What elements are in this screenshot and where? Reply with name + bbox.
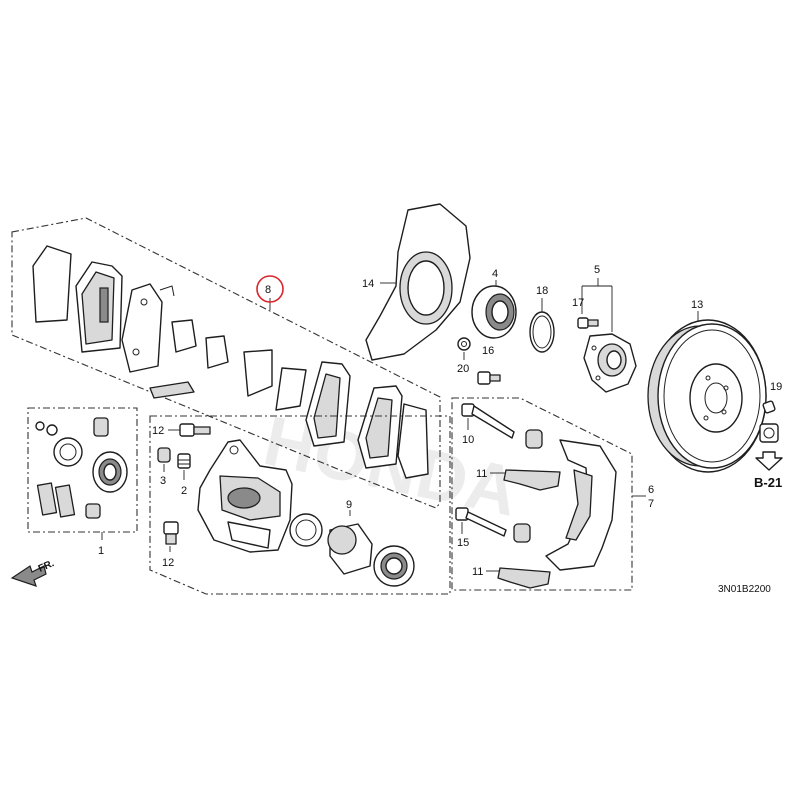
guide-pin-lower[interactable] <box>455 507 507 537</box>
callout-12a[interactable]: 12 <box>152 425 164 437</box>
piston-seal[interactable] <box>289 513 323 547</box>
hub-nut[interactable] <box>759 423 779 443</box>
callout-8[interactable]: 8 <box>265 284 271 296</box>
callout-16[interactable]: 16 <box>482 345 494 357</box>
bleeder-cap[interactable] <box>157 447 171 463</box>
hub-bearing[interactable] <box>471 285 517 339</box>
disc-screw[interactable] <box>762 400 776 414</box>
callout-13[interactable]: 13 <box>691 299 703 311</box>
callout-10[interactable]: 10 <box>462 434 474 446</box>
splash-guard-screw[interactable] <box>477 371 501 385</box>
front-arrow-icon <box>10 565 47 587</box>
callout-3[interactable]: 3 <box>160 475 166 487</box>
pad-retainer-lower[interactable] <box>497 567 551 589</box>
caliper-body[interactable] <box>197 439 293 553</box>
callout-20[interactable]: 20 <box>457 363 469 375</box>
callout-14[interactable]: 14 <box>362 278 374 290</box>
washer[interactable] <box>457 337 471 351</box>
callout-17[interactable]: 17 <box>572 297 584 309</box>
guide-pin-upper[interactable] <box>461 403 515 439</box>
seal-kit[interactable] <box>35 417 128 519</box>
pad-set-frame <box>11 217 441 509</box>
callout-6[interactable]: 6 <box>648 484 654 496</box>
callout-19[interactable]: 19 <box>770 381 782 393</box>
diagram-code: 3N01B2200 <box>718 584 771 595</box>
caliper-bracket[interactable] <box>545 439 617 571</box>
callout-11a[interactable]: 11 <box>476 468 487 480</box>
snap-ring[interactable] <box>529 311 555 353</box>
pin-boot-lower[interactable] <box>513 523 531 543</box>
callout-4[interactable]: 4 <box>492 268 498 280</box>
brake-pad-set[interactable] <box>32 245 429 479</box>
splash-guard[interactable] <box>365 203 471 361</box>
pin-boot-upper[interactable] <box>525 429 543 449</box>
wheel-hub[interactable] <box>583 333 637 393</box>
bleeder-screw[interactable] <box>177 453 191 469</box>
callout-2[interactable]: 2 <box>181 485 187 497</box>
reference-label[interactable]: B-21 <box>754 475 782 490</box>
caliper-assembly-frame <box>149 415 451 595</box>
callout-12b[interactable]: 12 <box>162 557 174 569</box>
piston-boot[interactable] <box>373 545 415 587</box>
callout-18[interactable]: 18 <box>536 285 548 297</box>
callout-8-highlight[interactable] <box>256 275 284 303</box>
callout-15[interactable]: 15 <box>457 537 469 549</box>
callout-11b[interactable]: 11 <box>472 566 483 578</box>
caliper-bolt-lower[interactable] <box>163 521 179 545</box>
hub-bolt[interactable] <box>577 317 599 329</box>
callout-1[interactable]: 1 <box>98 545 104 557</box>
brake-disc[interactable] <box>647 319 767 473</box>
pad-retainer-upper[interactable] <box>503 469 561 491</box>
caliper-bolt-upper[interactable] <box>179 423 211 437</box>
reference-arrow[interactable] <box>755 451 783 471</box>
caliper-bracket-frame <box>451 397 633 591</box>
callout-7[interactable]: 7 <box>648 498 654 510</box>
callout-5[interactable]: 5 <box>594 264 600 276</box>
piston[interactable] <box>327 523 373 575</box>
callout-9[interactable]: 9 <box>346 499 352 511</box>
front-marker: FR. <box>37 558 56 575</box>
